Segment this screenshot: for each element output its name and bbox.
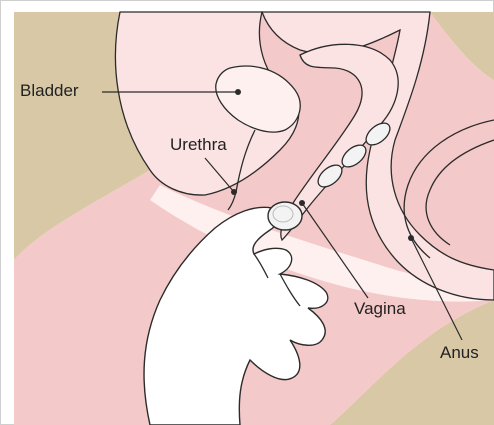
label-vagina: Vagina (354, 300, 406, 317)
vagina-dot (299, 200, 305, 206)
label-anus: Anus (440, 344, 479, 361)
urethra-dot (231, 189, 237, 195)
anus-dot (408, 235, 414, 241)
bladder-dot (235, 89, 241, 95)
label-urethra: Urethra (170, 136, 227, 153)
label-bladder: Bladder (20, 82, 79, 99)
